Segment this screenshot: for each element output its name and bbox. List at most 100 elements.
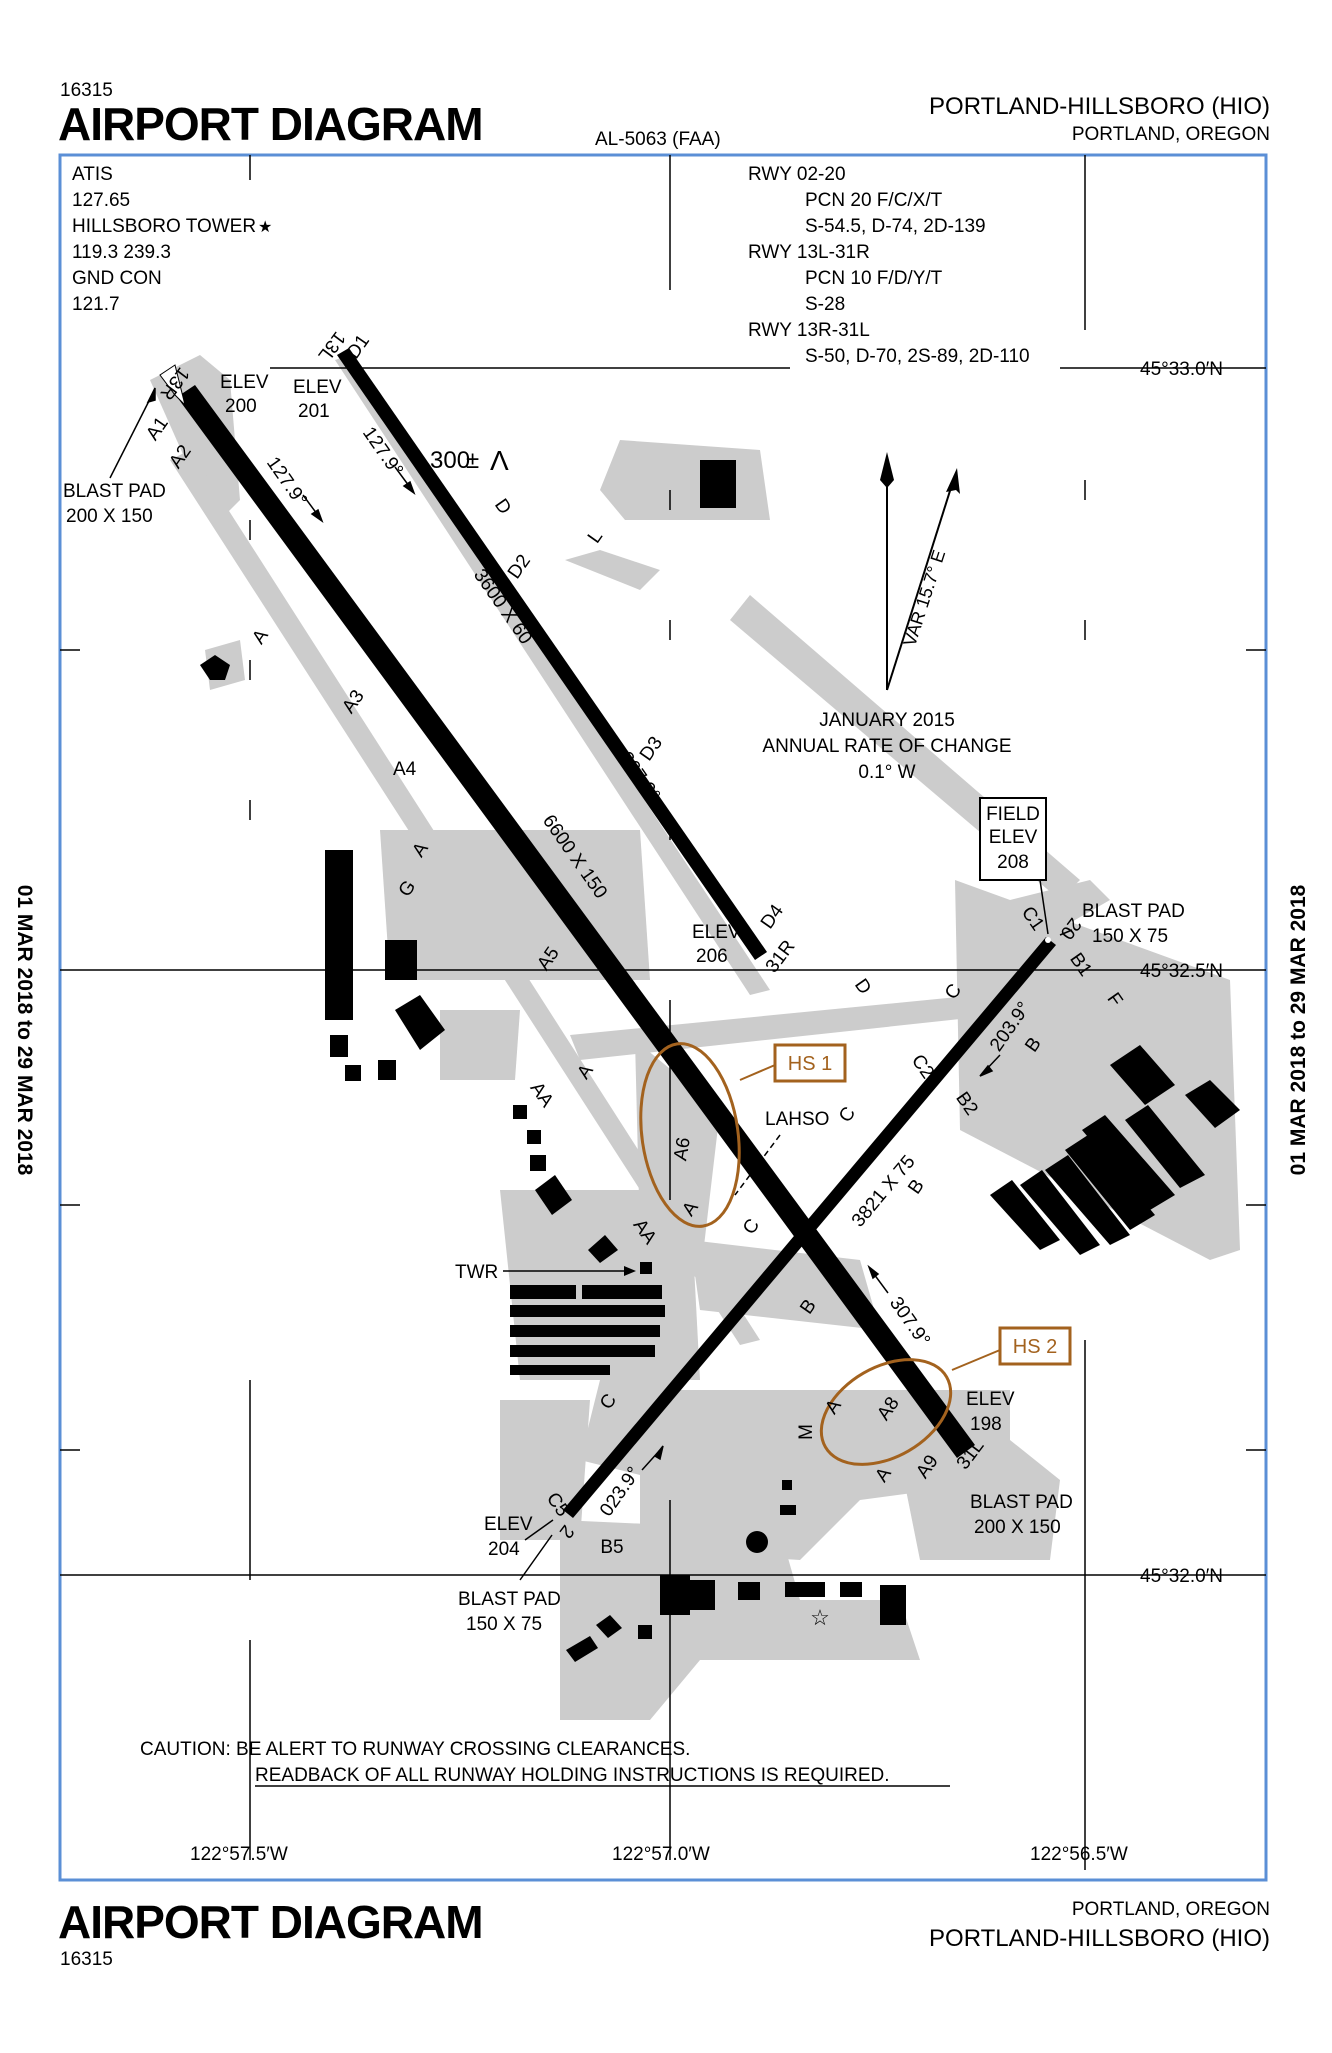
elev-13r: 200 (225, 396, 257, 417)
taxiway-d (335, 355, 770, 995)
blast-pad-label: BLAST PAD (63, 481, 166, 502)
lahso-line (734, 1134, 781, 1196)
lahso-label: LAHSO (765, 1109, 829, 1130)
taxiway-m: M (796, 1424, 817, 1440)
runway-13l-31r (337, 348, 767, 960)
field-elev-value: 208 (997, 852, 1029, 873)
elev-label: ELEV (484, 1514, 533, 1535)
obstacle-height: 300 (430, 447, 470, 474)
diagram-frame (58, 153, 1268, 1882)
tower-star-icon: ★ (258, 219, 272, 236)
rotating-beacon-icon: ☆ (810, 1605, 830, 1630)
runway-data-line: PCN 20 F/C/X/T (805, 190, 943, 211)
caution-note: CAUTION: BE ALERT TO RUNWAY CROSSING CLE… (140, 1739, 950, 1787)
apron-31l (900, 1440, 1060, 1560)
runway-data-line: RWY 13R-31L (748, 320, 870, 341)
elevation-labels: ELEV 200 ELEV 201 ELEV 206 ELEV 198 ELEV… (220, 372, 1015, 1560)
blast-pad-13r (159, 364, 186, 407)
blast-pad-20: 150 X 75 (1092, 926, 1168, 947)
variation: VAR 15.7° E (899, 548, 949, 649)
taxiway-c: C (739, 1215, 764, 1238)
runway-31r: 31R (762, 936, 800, 976)
heading-arrows (302, 466, 1001, 1471)
taxiway-a: A (248, 625, 273, 648)
elev-label: ELEV (692, 922, 741, 943)
atis-label: ATIS (72, 164, 113, 185)
elev-31l: 198 (970, 1414, 1002, 1435)
rate-label: ANNUAL RATE OF CHANGE (762, 736, 1011, 757)
apron-southwest (560, 1660, 700, 1720)
taxiway-d: D (850, 975, 875, 998)
elev-label: ELEV (966, 1389, 1015, 1410)
field-elevation: FIELD ELEV 208 (979, 797, 1049, 935)
header: 16315 AIRPORT DIAGRAM AL-5063 (FAA) PORT… (58, 80, 1270, 150)
validity-right: 01 MAR 2018 to 29 MAR 2018 (1287, 884, 1310, 1175)
tower-label: HILLSBORO TOWER (72, 216, 256, 237)
blast-pad-leaders (109, 387, 1073, 1581)
header-chart-id: AL-5063 (FAA) (595, 129, 721, 150)
runway-data-line: PCN 10 F/D/Y/T (805, 268, 943, 289)
header-chart-number: 16315 (60, 80, 113, 101)
ground-frequency: 121.7 (72, 294, 120, 315)
ground-label: GND CON (72, 268, 162, 289)
runway-data-line: S-50, D-70, 2S-89, 2D-110 (805, 346, 1030, 367)
blast-pad-31l: 200 X 150 (974, 1517, 1061, 1538)
hot-spot-1-ellipse (639, 1042, 741, 1228)
caution-line2: READBACK OF ALL RUNWAY HOLDING INSTRUCTI… (255, 1765, 890, 1786)
hot-spot-1-label: HS 1 (788, 1053, 832, 1075)
hot-spot-1-box (773, 1043, 847, 1083)
validity-left: 01 MAR 2018 to 29 MAR 2018 (13, 885, 36, 1176)
taxiway-l: L (584, 526, 607, 547)
taxiway-d2: D2 (504, 551, 535, 583)
hot-spots: HS 1 HS 2 (639, 1042, 1072, 1466)
lat-top: 45°33.0′N (1140, 359, 1223, 380)
coordinate-labels: 45°33.0′N 45°32.5′N 45°32.0′N 122°57.5′W… (190, 359, 1223, 1865)
apron-tie-down (440, 1010, 520, 1080)
taxiway-l (565, 550, 660, 590)
obstacle-plusminus: ± (466, 447, 479, 474)
magnetic-date: JANUARY 2015 (819, 710, 955, 731)
footer-chart-number: 16315 (60, 1949, 113, 1970)
hot-spot-2-box (998, 1326, 1072, 1366)
caution-line1: CAUTION: BE ALERT TO RUNWAY CROSSING CLE… (140, 1739, 690, 1760)
footer-airport: PORTLAND-HILLSBORO (HIO) (929, 1925, 1270, 1952)
comms-panel: ATIS 127.65 HILLSBORO TOWER ★ 119.3 239.… (72, 164, 272, 315)
taxiway-aa: AA (526, 1078, 558, 1111)
taxiway-a4: A4 (393, 759, 417, 780)
lat-bottom: 45°32.0′N (1140, 1566, 1223, 1587)
runway-13r-31l (177, 385, 975, 1458)
rate-value: 0.1° W (858, 762, 915, 783)
runway-data-line: RWY 13L-31R (748, 242, 870, 263)
header-airport: PORTLAND-HILLSBORO (HIO) (929, 93, 1270, 120)
blast-pad-13r: 200 X 150 (66, 506, 153, 527)
hot-spot-2-ellipse (819, 1358, 953, 1466)
hot-spot-2-label: HS 2 (1013, 1336, 1057, 1358)
apron-13r-end (150, 355, 240, 520)
elev-02: 204 (488, 1539, 520, 1560)
taxiway-c1 (960, 880, 1110, 960)
apron-southeast (640, 1390, 1010, 1560)
blast-pad-label: BLAST PAD (458, 1589, 561, 1610)
header-title: AIRPORT DIAGRAM (58, 98, 483, 150)
tower-arrow-icon (624, 1266, 636, 1276)
taxiway-d4: D4 (757, 901, 788, 933)
header-city: PORTLAND, OREGON (1072, 124, 1270, 145)
lon-mid: 122°57.0′W (612, 1844, 710, 1865)
blast-pad-labels: BLAST PAD 200 X 150 BLAST PAD 150 X 75 B… (63, 481, 1185, 1635)
elev-31r: 206 (696, 946, 728, 967)
lat-mid: 45°32.5′N (1140, 961, 1223, 982)
blast-pad-label: BLAST PAD (1082, 901, 1185, 922)
buildings (200, 460, 1240, 1662)
field-elev-line2: ELEV (989, 827, 1038, 848)
field-elev-line1: FIELD (986, 804, 1040, 825)
runway-data-line: RWY 02-20 (748, 164, 846, 185)
lon-left: 122°57.5′W (190, 1844, 288, 1865)
field-elev-box (979, 797, 1047, 881)
taxiway-c: C (835, 1103, 860, 1126)
taxiway-d: D (490, 495, 515, 518)
atis-frequency: 127.65 (72, 190, 130, 211)
elev-label: ELEV (220, 372, 269, 393)
blast-pad-label: BLAST PAD (970, 1492, 1073, 1513)
